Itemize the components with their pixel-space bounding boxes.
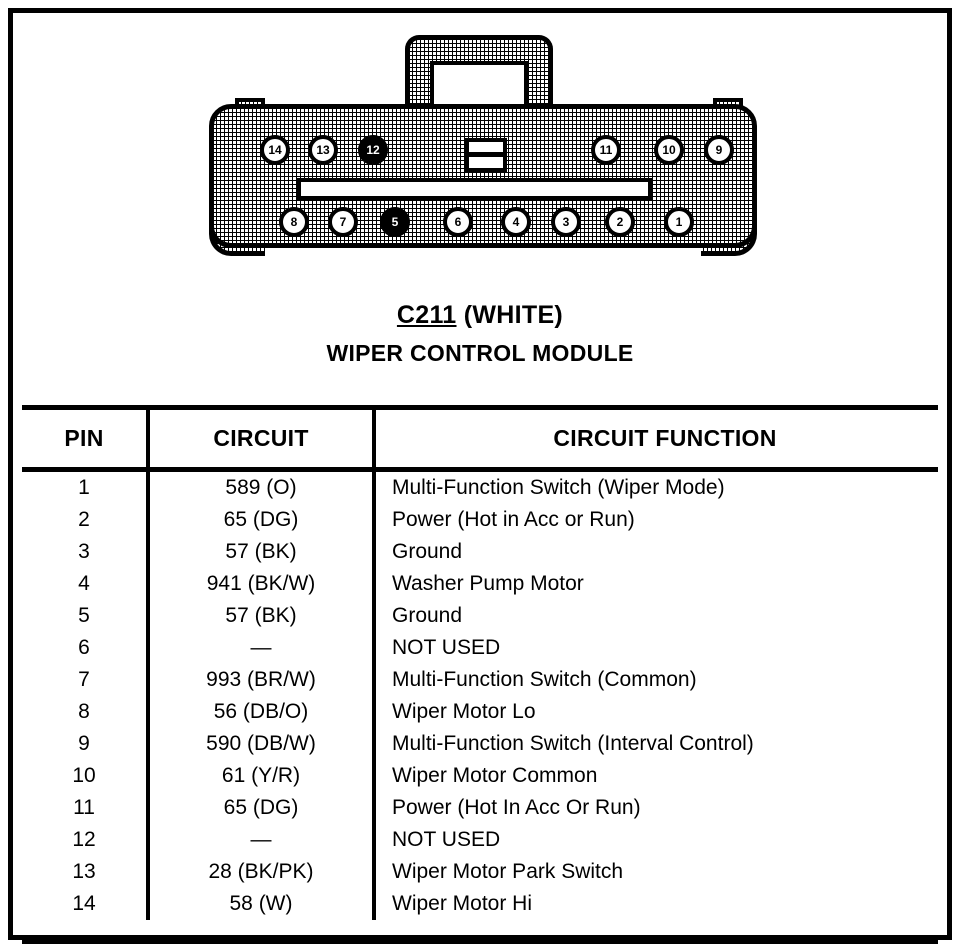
connector-center-key-bar (465, 152, 507, 157)
pin-6: 6 (443, 207, 473, 237)
cell-function: Wiper Motor Common (392, 764, 598, 787)
cell-function: NOT USED (392, 636, 501, 659)
cell-circuit: 65 (DG) (148, 792, 376, 824)
cell-pin: 9 (22, 728, 150, 760)
cell-function: Power (Hot In Acc Or Run) (392, 796, 641, 819)
pin-7: 7 (328, 207, 358, 237)
connector-title-block: C211 (WHITE) WIPER CONTROL MODULE (13, 301, 947, 367)
cell-pin: 1 (22, 469, 150, 504)
cell-circuit: 590 (DB/W) (148, 728, 376, 760)
pin-14: 14 (260, 135, 290, 165)
cell-circuit: 57 (BK) (148, 536, 376, 568)
cell-pin: 5 (22, 600, 150, 632)
cell-circuit: — (148, 824, 376, 856)
table-header-row: PIN CIRCUIT CIRCUIT FUNCTION (22, 409, 938, 472)
pin-4: 4 (501, 207, 531, 237)
pin-9: 9 (704, 135, 734, 165)
cell-circuit: 56 (DB/O) (148, 696, 376, 728)
pin-1: 1 (664, 207, 694, 237)
pin-2: 2 (605, 207, 635, 237)
column-header-function: CIRCUIT FUNCTION (374, 409, 938, 472)
cell-circuit: 589 (O) (148, 469, 376, 504)
cell-circuit: 57 (BK) (148, 600, 376, 632)
cell-pin: 7 (22, 664, 150, 696)
cell-function: Ground (392, 540, 463, 563)
pin-5: 5 (380, 207, 410, 237)
pin-12: 12 (358, 135, 388, 165)
table-row: 12— NOT USED (22, 824, 938, 856)
column-header-circuit: CIRCUIT (148, 409, 376, 472)
cell-function: Wiper Motor Park Switch (392, 860, 624, 883)
cell-circuit: 993 (BR/W) (148, 664, 376, 696)
table-row: 6— NOT USED (22, 632, 938, 664)
pin-13: 13 (308, 135, 338, 165)
connector-code: C211 (396, 301, 457, 329)
column-header-pin: PIN (22, 409, 150, 472)
cell-circuit: — (148, 632, 376, 664)
pin-8: 8 (279, 207, 309, 237)
cell-pin: 13 (22, 856, 150, 888)
cell-function: NOT USED (392, 828, 501, 851)
table-bottom-rule (22, 938, 938, 944)
pin-10: 10 (654, 135, 684, 165)
cell-function: Ground (392, 604, 463, 627)
cell-pin: 14 (22, 888, 150, 920)
cell-pin: 6 (22, 632, 150, 664)
cell-pin: 12 (22, 824, 150, 856)
cell-circuit: 65 (DG) (148, 504, 376, 536)
cell-function: Wiper Motor Hi (392, 892, 533, 915)
pin-11: 11 (591, 135, 621, 165)
table-top-rule (22, 405, 938, 410)
connector-center-slot (297, 178, 652, 200)
cell-function: Washer Pump Motor (392, 572, 584, 595)
cell-pin: 10 (22, 760, 150, 792)
connector-title: C211 (WHITE) (13, 301, 947, 330)
cell-function: Multi-Function Switch (Common) (392, 668, 697, 691)
cell-circuit: 61 (Y/R) (148, 760, 376, 792)
cell-function: Multi-Function Switch (Wiper Mode) (392, 476, 725, 499)
cell-function: Multi-Function Switch (Interval Control) (392, 732, 754, 755)
cell-pin: 2 (22, 504, 150, 536)
cell-function: Wiper Motor Lo (392, 700, 536, 723)
cell-function: Power (Hot in Acc or Run) (392, 508, 635, 531)
cell-pin: 11 (22, 792, 150, 824)
cell-pin: 3 (22, 536, 150, 568)
cell-circuit: 28 (BK/PK) (148, 856, 376, 888)
cell-pin: 8 (22, 696, 150, 728)
cell-circuit: 58 (W) (148, 888, 376, 920)
connector-color-label: (WHITE) (463, 301, 564, 329)
cell-pin: 4 (22, 568, 150, 600)
pin-3: 3 (551, 207, 581, 237)
cell-circuit: 941 (BK/W) (148, 568, 376, 600)
module-name: WIPER CONTROL MODULE (326, 340, 634, 366)
